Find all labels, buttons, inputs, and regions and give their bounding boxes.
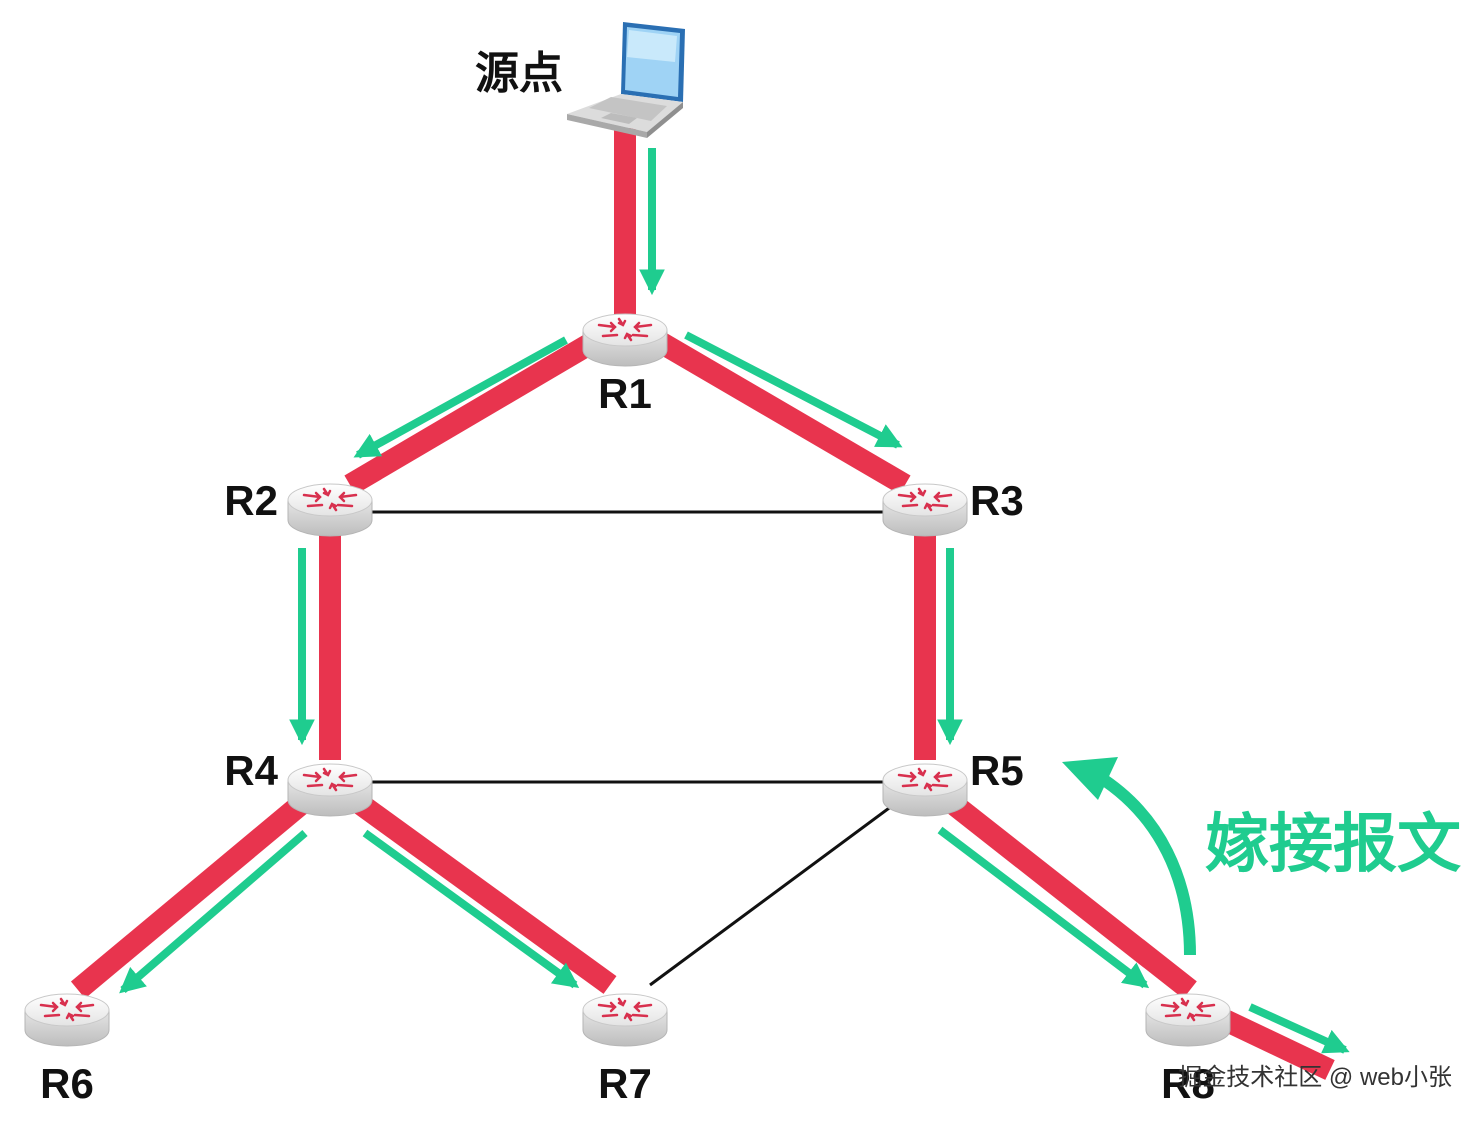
tree-link-r5-r8 — [935, 786, 1197, 999]
graft-arrow-head — [1062, 757, 1118, 800]
router-label-r7: R7 — [598, 1060, 652, 1107]
tree-link-r1-r2 — [344, 325, 611, 495]
link-r5-r7 — [649, 798, 901, 987]
laptop-icon — [567, 22, 685, 138]
router-icon-r4 — [287, 763, 373, 817]
router-label-r3: R3 — [970, 477, 1024, 524]
flow-arrow-r1-r3 — [684, 331, 903, 449]
router-label-r5: R5 — [970, 747, 1024, 794]
flow-arrows — [119, 148, 1350, 1054]
router-icon-r7 — [582, 993, 668, 1047]
flow-arrow-r4-r6 — [119, 829, 308, 994]
tree-link-r1-r3 — [642, 325, 911, 495]
router-label-r2: R2 — [224, 477, 278, 524]
source-label: 源点 — [475, 49, 563, 98]
router-label-r8: R8 — [1161, 1060, 1215, 1107]
router-label-r1: R1 — [598, 370, 652, 417]
flow-arrow-r5-r8 — [937, 826, 1150, 989]
router-label-r4: R4 — [224, 747, 278, 794]
tree-link-r4-r6 — [70, 786, 320, 999]
router-icon-r5 — [882, 763, 968, 817]
routers — [24, 313, 1231, 1047]
flow-arrow-r4-r7 — [362, 829, 580, 989]
router-label-r6: R6 — [40, 1060, 94, 1107]
plain-links — [330, 510, 925, 987]
graft-arrow — [1062, 757, 1196, 956]
tree-link-r4-r7 — [341, 786, 617, 994]
router-icon-r6 — [24, 993, 110, 1047]
tree-links — [70, 128, 1335, 1080]
router-icon-r3 — [882, 483, 968, 537]
watermark: 掘金技术社区 @ web小张 — [1178, 1064, 1452, 1091]
router-icon-r8 — [1145, 993, 1231, 1047]
flow-arrow-r1-r2 — [353, 336, 568, 459]
flow-arrow-r8-out — [1248, 1003, 1350, 1054]
graft-label: 嫁接报文 — [1205, 808, 1461, 880]
router-icon-r1 — [582, 313, 668, 367]
router-icon-r2 — [287, 483, 373, 537]
